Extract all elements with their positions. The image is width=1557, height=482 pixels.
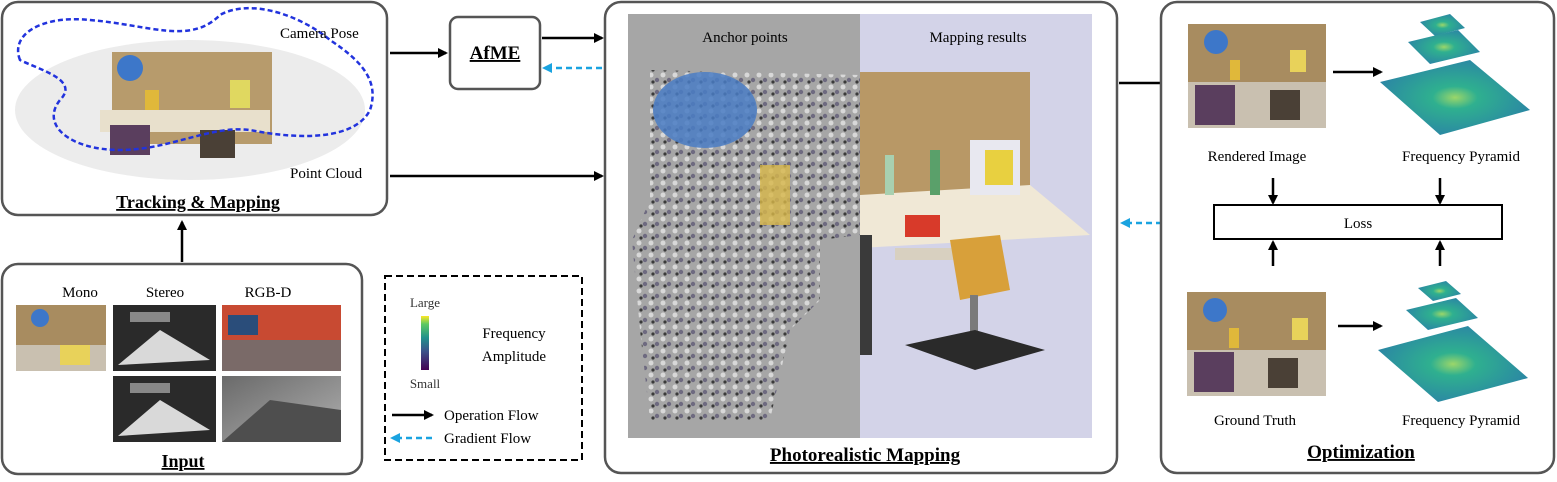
ground-truth-image [1187,292,1326,396]
ground-truth-label: Ground Truth [1214,413,1297,429]
anchor-points-image [632,70,860,420]
frequency-pyramid-bottom [1378,281,1528,402]
rgbd-color-image [222,305,341,371]
loss-box [1213,204,1503,240]
mono-label: Mono [62,285,98,301]
mono-image [16,305,106,371]
point-cloud-label: Point Cloud [290,166,363,182]
legend-box: Large Small Frequency Amplitude Operatio… [384,275,583,461]
frequency-pyramid-bottom-label: Frequency Pyramid [1402,413,1520,429]
legend-large-label: Large [410,295,440,310]
frequency-pyramid-top-label: Frequency Pyramid [1402,149,1520,165]
afme-module: AfME [448,15,542,91]
rendered-image [1188,24,1326,128]
photorealistic-mapping-title: Photorealistic Mapping [770,445,961,466]
photorealistic-mapping-panel: Anchor points Mapping results Photoreali… [603,0,1119,475]
stereo-image-left [113,305,216,371]
optimization-title: Optimization [1307,442,1415,463]
camera-trajectory [16,6,374,152]
point-cloud-scene-image [15,40,365,180]
afme-label: AfME [470,43,521,64]
amplitude-colorbar [421,316,429,370]
input-panel: Mono Stereo RGB-D [0,262,364,476]
stereo-image-right [113,376,216,442]
mapping-results-image [860,72,1090,370]
optimization-panel: Rendered Image Frequency Pyramid Loss Gr… [1159,0,1556,475]
tracking-mapping-panel: Camera Pose Point Cloud Tracking & Mappi… [0,0,389,217]
legend-operation-flow-label: Operation Flow [444,408,539,424]
rendered-image-label: Rendered Image [1208,149,1307,165]
frequency-pyramid-top [1380,14,1530,135]
tracking-mapping-title: Tracking & Mapping [116,192,280,212]
legend-gradient-flow-label: Gradient Flow [444,431,531,447]
stereo-label: Stereo [146,285,184,301]
rgbd-depth-image [222,376,341,442]
input-title: Input [161,451,204,471]
loss-label: Loss [1344,216,1373,232]
legend-amplitude-label: Amplitude [482,349,547,365]
mapping-results-label: Mapping results [929,30,1026,46]
legend-frequency-label: Frequency [482,326,546,342]
camera-pose-label: Camera Pose [280,26,359,42]
rgbd-label: RGB-D [245,285,292,301]
legend-small-label: Small [410,376,441,391]
anchor-points-label: Anchor points [702,30,788,46]
